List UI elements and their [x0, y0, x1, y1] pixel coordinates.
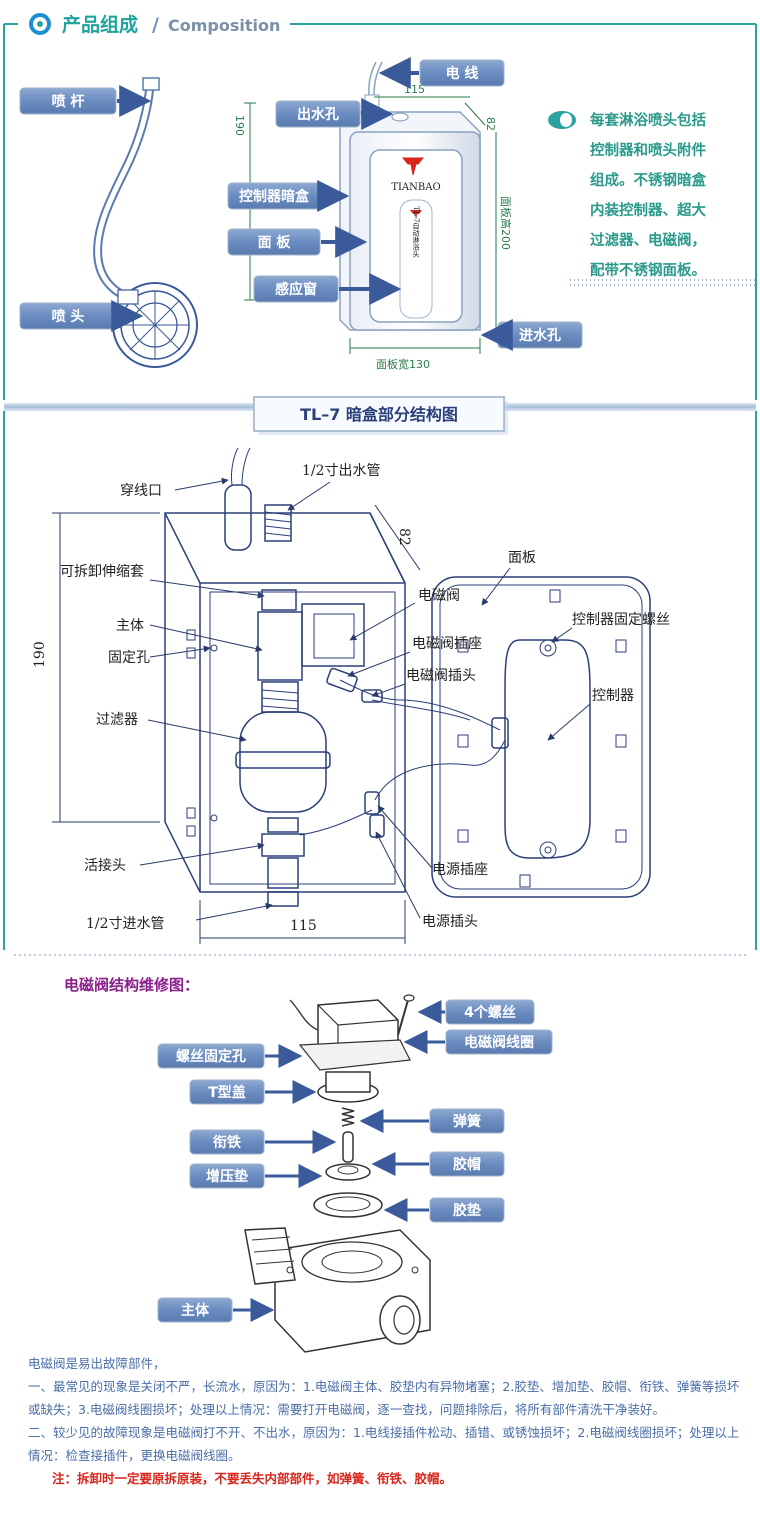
section3-title: 电磁阀结构维修图： [64, 976, 199, 994]
label3-screws: 4个螺丝 [417, 999, 535, 1025]
dim-panel-width: 面板宽130 [376, 357, 430, 371]
description-line: 过滤器、电磁阀， [590, 233, 706, 249]
label3-body: 主体 [157, 1297, 275, 1323]
label-water-inlet: 进水孔 [480, 319, 583, 351]
svg-text:衔铁: 衔铁 [213, 1134, 241, 1151]
header: 产品组成 / Composition [29, 13, 280, 36]
svg-text:电磁阀线圈: 电磁阀线圈 [464, 1034, 534, 1051]
label2-solenoid-socket: 电磁阀插座 [412, 636, 482, 652]
dim-height: 190 [233, 115, 246, 136]
label3-t-cover: T型盖 [189, 1079, 317, 1105]
svg-text:面 板: 面 板 [258, 234, 292, 251]
label3-coil: 电磁阀线圈 [403, 1029, 553, 1055]
section2-labels: 穿线口 1/2寸出水管 可拆卸伸缩套 主体 固定孔 过滤器 活接头 1/2寸进水… [60, 463, 670, 932]
svg-text:弹簧: 弹簧 [453, 1113, 481, 1130]
note-common-fault: 一、最常见的现象是关闭不严，长流水，原因为：1.电磁阀主体、胶垫内有异物堵塞；2… [28, 1379, 740, 1417]
dim-depth: 82 [484, 117, 497, 131]
svg-text:T型盖: T型盖 [208, 1084, 246, 1101]
section2-title-band: TL–7 暗盒部分结构图 [3, 396, 757, 950]
label-spray-rod: 喷 杆 [19, 85, 152, 117]
description-line: 每套淋浴喷头包括 [590, 113, 706, 129]
svg-text:增压垫: 增压垫 [206, 1168, 248, 1185]
label-water-outlet: 出水孔 [275, 98, 394, 130]
svg-text:电 线: 电 线 [446, 65, 479, 82]
description-line: 组成。不锈钢暗盒 [590, 173, 706, 189]
section2-title: TL–7 暗盒部分结构图 [300, 405, 458, 424]
product-description: 每套淋浴喷头包括 控制器和喷头附件 组成。不锈钢暗盒 内装控制器、超大 过滤器、… [590, 106, 752, 286]
svg-text:进水孔: 进水孔 [519, 327, 561, 344]
label2-panel: 面板 [508, 550, 536, 566]
svg-text:主体: 主体 [181, 1302, 210, 1319]
svg-text:4个螺丝: 4个螺丝 [464, 1004, 516, 1021]
label3-rubber-cap: 胶帽 [371, 1151, 505, 1177]
label-controller-box: 控制器暗盒 [227, 180, 350, 212]
label2-fix-hole: 固定孔 [108, 650, 150, 666]
svg-text:胶帽: 胶帽 [453, 1156, 481, 1173]
description-line: 内装控制器、超大 [590, 203, 706, 219]
label-panel: 面 板 [227, 226, 368, 258]
label2-filter: 过滤器 [96, 712, 138, 728]
label3-pressure-pad: 增压垫 [189, 1163, 323, 1189]
label2-solenoid-plug: 电磁阀插头 [406, 668, 476, 684]
label2-controller: 控制器 [592, 688, 634, 704]
section2-dimensions: 190 115 82 [32, 504, 421, 944]
label2-power-socket: 电源插座 [432, 862, 488, 878]
label2-power-plug: 电源插头 [422, 914, 478, 930]
label2-body: 主体 [116, 618, 144, 634]
note-warning: 注：拆卸时一定要原拆原装，不要丢失内部部件，如弹簧、衔铁、胶帽。 [52, 1471, 453, 1486]
svg-text:螺丝固定孔: 螺丝固定孔 [176, 1048, 246, 1065]
dim-panel-height: 面板高200 [499, 196, 513, 250]
dim2-depth: 82 [396, 528, 412, 546]
description-line: 配带不锈钢面板。 [590, 263, 706, 279]
header-separator: / [152, 14, 159, 36]
troubleshooting-notes: 电磁阀是易出故障部件， 一、最常见的现象是关闭不严，长流水，原因为：1.电磁阀主… [28, 1352, 748, 1490]
svg-text:喷 头: 喷 头 [52, 308, 85, 325]
label2-inlet-pipe: 1/2寸进水管 [86, 916, 165, 932]
note-intro: 电磁阀是易出故障部件， [28, 1356, 166, 1371]
solenoid-exploded-drawing [244, 994, 431, 1353]
product-vertical-text: TL-7自动淋浴头 [412, 206, 420, 258]
description-line: 控制器和喷头附件 [590, 143, 706, 159]
label3-screw-hole: 螺丝固定孔 [157, 1043, 303, 1069]
label-spray-head: 喷 头 [19, 300, 144, 332]
description-bullet-icon [548, 111, 576, 129]
label3-spring: 弹簧 [359, 1108, 505, 1134]
dim2-width: 115 [290, 918, 317, 934]
note-rare-fault: 二、较少见的故障现象是电磁阀打不开、不出水，原因为：1.电线接插件松动、插错、或… [28, 1425, 740, 1463]
brand-text: TIANBAO [391, 182, 440, 193]
section2-box-drawing [164, 447, 651, 907]
svg-text:控制器暗盒: 控制器暗盒 [239, 188, 310, 205]
label2-wire-port: 穿线口 [120, 483, 162, 499]
spray-head-drawing [112, 282, 198, 368]
label3-armature: 衔铁 [189, 1129, 337, 1155]
logo-dot-icon [37, 21, 43, 27]
label-sensor-window: 感应窗 [253, 273, 402, 305]
label2-controller-screw: 控制器固定螺丝 [572, 612, 670, 628]
svg-text:出水孔: 出水孔 [297, 106, 339, 123]
section-frame [3, 23, 757, 400]
section1-dimensions: 115 82 190 面板高200 面板宽130 [233, 83, 513, 371]
svg-text:感应窗: 感应窗 [275, 281, 317, 298]
svg-text:喷 杆: 喷 杆 [52, 93, 85, 110]
spray-rod-drawing [93, 77, 198, 368]
dotted-divider [570, 279, 756, 286]
dim2-height: 190 [32, 641, 48, 668]
svg-text:胶垫: 胶垫 [453, 1202, 481, 1219]
header-title-cn: 产品组成 [62, 13, 138, 36]
label2-outlet-pipe: 1/2寸出水管 [302, 463, 381, 479]
header-title-en: Composition [168, 16, 280, 35]
label-wire: 电 线 [378, 57, 505, 89]
label2-union: 活接头 [84, 857, 126, 874]
label3-gasket: 胶垫 [383, 1197, 505, 1223]
label2-sleeve: 可拆卸伸缩套 [60, 564, 144, 580]
label2-solenoid: 电磁阀 [418, 588, 460, 604]
